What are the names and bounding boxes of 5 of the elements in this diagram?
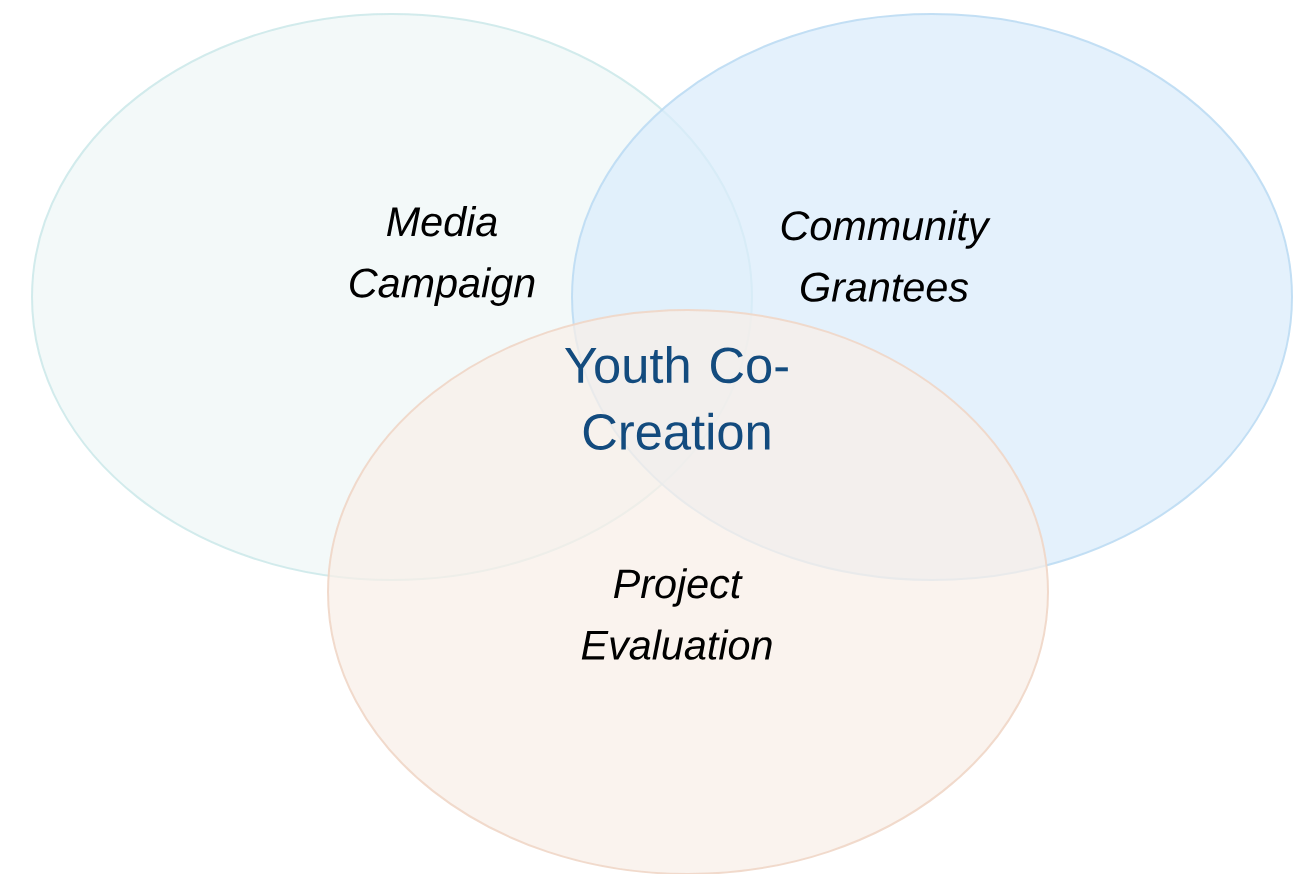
circle-label: Community Grantees (781, 210, 991, 302)
centre-label: Youth Co-Creation (564, 346, 788, 450)
venn-circle (327, 309, 1049, 874)
circle-label: Media Campaign (350, 206, 535, 306)
circle-label: Project Evaluation (581, 568, 772, 660)
